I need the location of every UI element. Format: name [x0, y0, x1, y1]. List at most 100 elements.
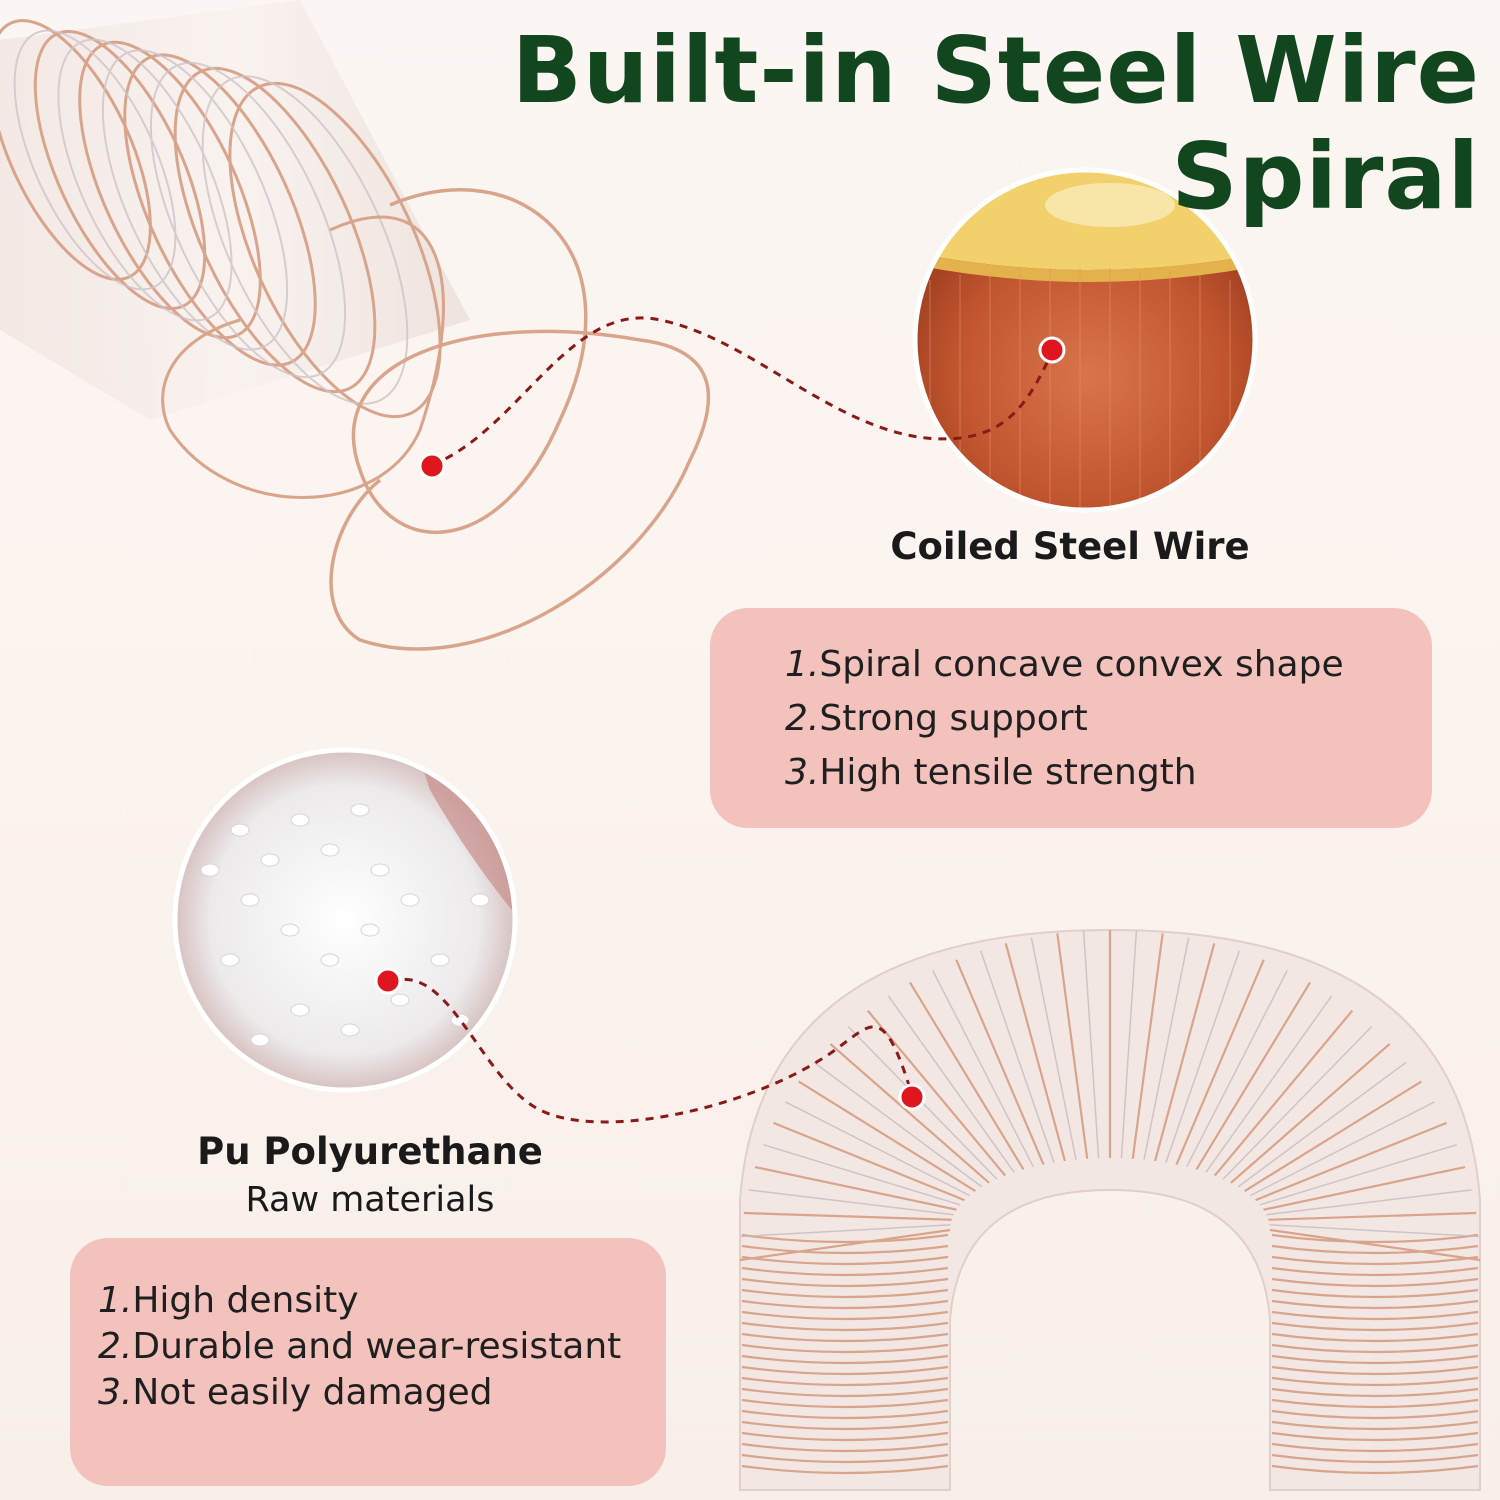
hose-rib [1263, 1165, 1466, 1211]
hose-rib [741, 1310, 949, 1321]
hose-rib [1195, 981, 1311, 1171]
hose-rib [1004, 943, 1066, 1162]
hose-rib [1131, 933, 1164, 1159]
hose-rib [1056, 933, 1089, 1159]
hose-rib [1271, 1277, 1479, 1288]
hose-rib [740, 1224, 951, 1238]
hose-rib [741, 1299, 949, 1310]
arch-hose-marker [898, 1083, 926, 1111]
hose-rib [741, 1255, 949, 1266]
hose-rib [741, 1233, 949, 1244]
pellet-marker [374, 967, 402, 995]
hose-rib [741, 1321, 949, 1332]
hose-rib [1271, 1310, 1479, 1321]
hose-rib [741, 1354, 949, 1365]
hose-rib [813, 1061, 983, 1188]
hose-rib [955, 959, 1045, 1165]
hose-rib [1271, 1365, 1479, 1376]
hose-rib [1250, 1101, 1436, 1197]
hose-rib [1271, 1442, 1479, 1453]
hose-rib [1143, 937, 1190, 1160]
hose-rib [1175, 959, 1265, 1165]
hose-rib [1259, 1143, 1457, 1206]
hose-rib [1271, 1409, 1479, 1420]
hose-rib [763, 1143, 961, 1206]
spiral-hose-photo [0, 0, 711, 651]
hose-rib [1271, 1321, 1479, 1332]
hose-rib [741, 1453, 949, 1464]
hose-rib [1271, 1453, 1479, 1464]
hose-rib [1271, 1387, 1479, 1398]
spool-marker [1038, 336, 1066, 364]
hose-rib [741, 1409, 949, 1420]
hose-rib [1271, 1420, 1479, 1431]
hose-rib [1230, 1043, 1391, 1184]
hose-rib [1271, 1244, 1479, 1255]
hose-rib [1120, 930, 1138, 1159]
copper-wire-spool-photo [912, 167, 1258, 513]
pu-pellets-photo [172, 747, 518, 1093]
hose-rib [887, 995, 1015, 1173]
hose-rib [1271, 1288, 1479, 1299]
hose-rib [1268, 1211, 1477, 1221]
hose-rib [1269, 1224, 1480, 1238]
hose-rib [1266, 1189, 1472, 1216]
material-label: Pu Polyurethane [197, 1130, 543, 1173]
material-feature-2: 2.Durable and wear-resistant [98, 1326, 622, 1367]
wire-features-box: 1.Spiral concave convex shape 2.Strong s… [710, 608, 1432, 828]
hose-rib [741, 1420, 949, 1431]
hose-rib [829, 1043, 990, 1184]
hose-rib [1222, 1026, 1373, 1180]
hose-rib [909, 981, 1025, 1171]
hose-rib [741, 1288, 949, 1299]
hose-rib [741, 1343, 949, 1354]
hose-rib [1271, 1464, 1479, 1475]
hose-rib [979, 950, 1055, 1163]
hose-rib [1244, 1080, 1422, 1193]
hose-rib [1271, 1398, 1479, 1409]
hose-rib [1271, 1354, 1479, 1365]
hose-rib [1271, 1266, 1479, 1277]
hose-rib [784, 1101, 970, 1197]
hose-rib [1271, 1431, 1479, 1442]
hose-rib [741, 1398, 949, 1409]
hose-rib [1271, 1343, 1479, 1354]
material-features-box: 1.High density 2.Durable and wear-resist… [70, 1238, 666, 1486]
hose-rib [741, 1266, 949, 1277]
hose-rib [743, 1211, 952, 1221]
hose-rib [741, 1442, 949, 1453]
hose-rib [754, 1165, 957, 1211]
hose-rib [1271, 1332, 1479, 1343]
hose-rib [741, 1277, 949, 1288]
arched-hose-photo [739, 928, 1481, 1491]
hose-rib [741, 1431, 949, 1442]
hose-rib [741, 1464, 949, 1475]
hose-rib [1271, 1299, 1479, 1310]
hose-rib [1271, 1255, 1479, 1266]
hose-rib [1154, 943, 1216, 1162]
hose-rib [1213, 1009, 1354, 1177]
hose-rib [798, 1080, 976, 1193]
hose-rib [1269, 1228, 1481, 1262]
hose-rib [1255, 1121, 1447, 1202]
wire-feature-2: 2.Strong support [785, 698, 1088, 739]
hose-rib [1030, 937, 1077, 1160]
hose-rib [741, 1244, 949, 1255]
hose-rib [1186, 970, 1288, 1168]
hose-rib [773, 1121, 965, 1202]
marker-dots [374, 336, 1066, 1111]
material-feature-1: 1.High density [98, 1280, 359, 1321]
material-sublabel: Raw materials [245, 1180, 495, 1220]
hose-rib [1271, 1376, 1479, 1387]
hose-rib [1237, 1061, 1407, 1188]
hose-rib [748, 1189, 954, 1216]
hose-rib [741, 1387, 949, 1398]
hose-rib [1271, 1233, 1479, 1244]
wire-feature-1: 1.Spiral concave convex shape [785, 644, 1344, 685]
hose-rib [739, 1228, 951, 1262]
wire-hose-marker [418, 452, 446, 480]
hose-rib [741, 1332, 949, 1343]
hose-rib [741, 1376, 949, 1387]
wire-label: Coiled Steel Wire [890, 525, 1250, 568]
hose-rib [741, 1365, 949, 1376]
